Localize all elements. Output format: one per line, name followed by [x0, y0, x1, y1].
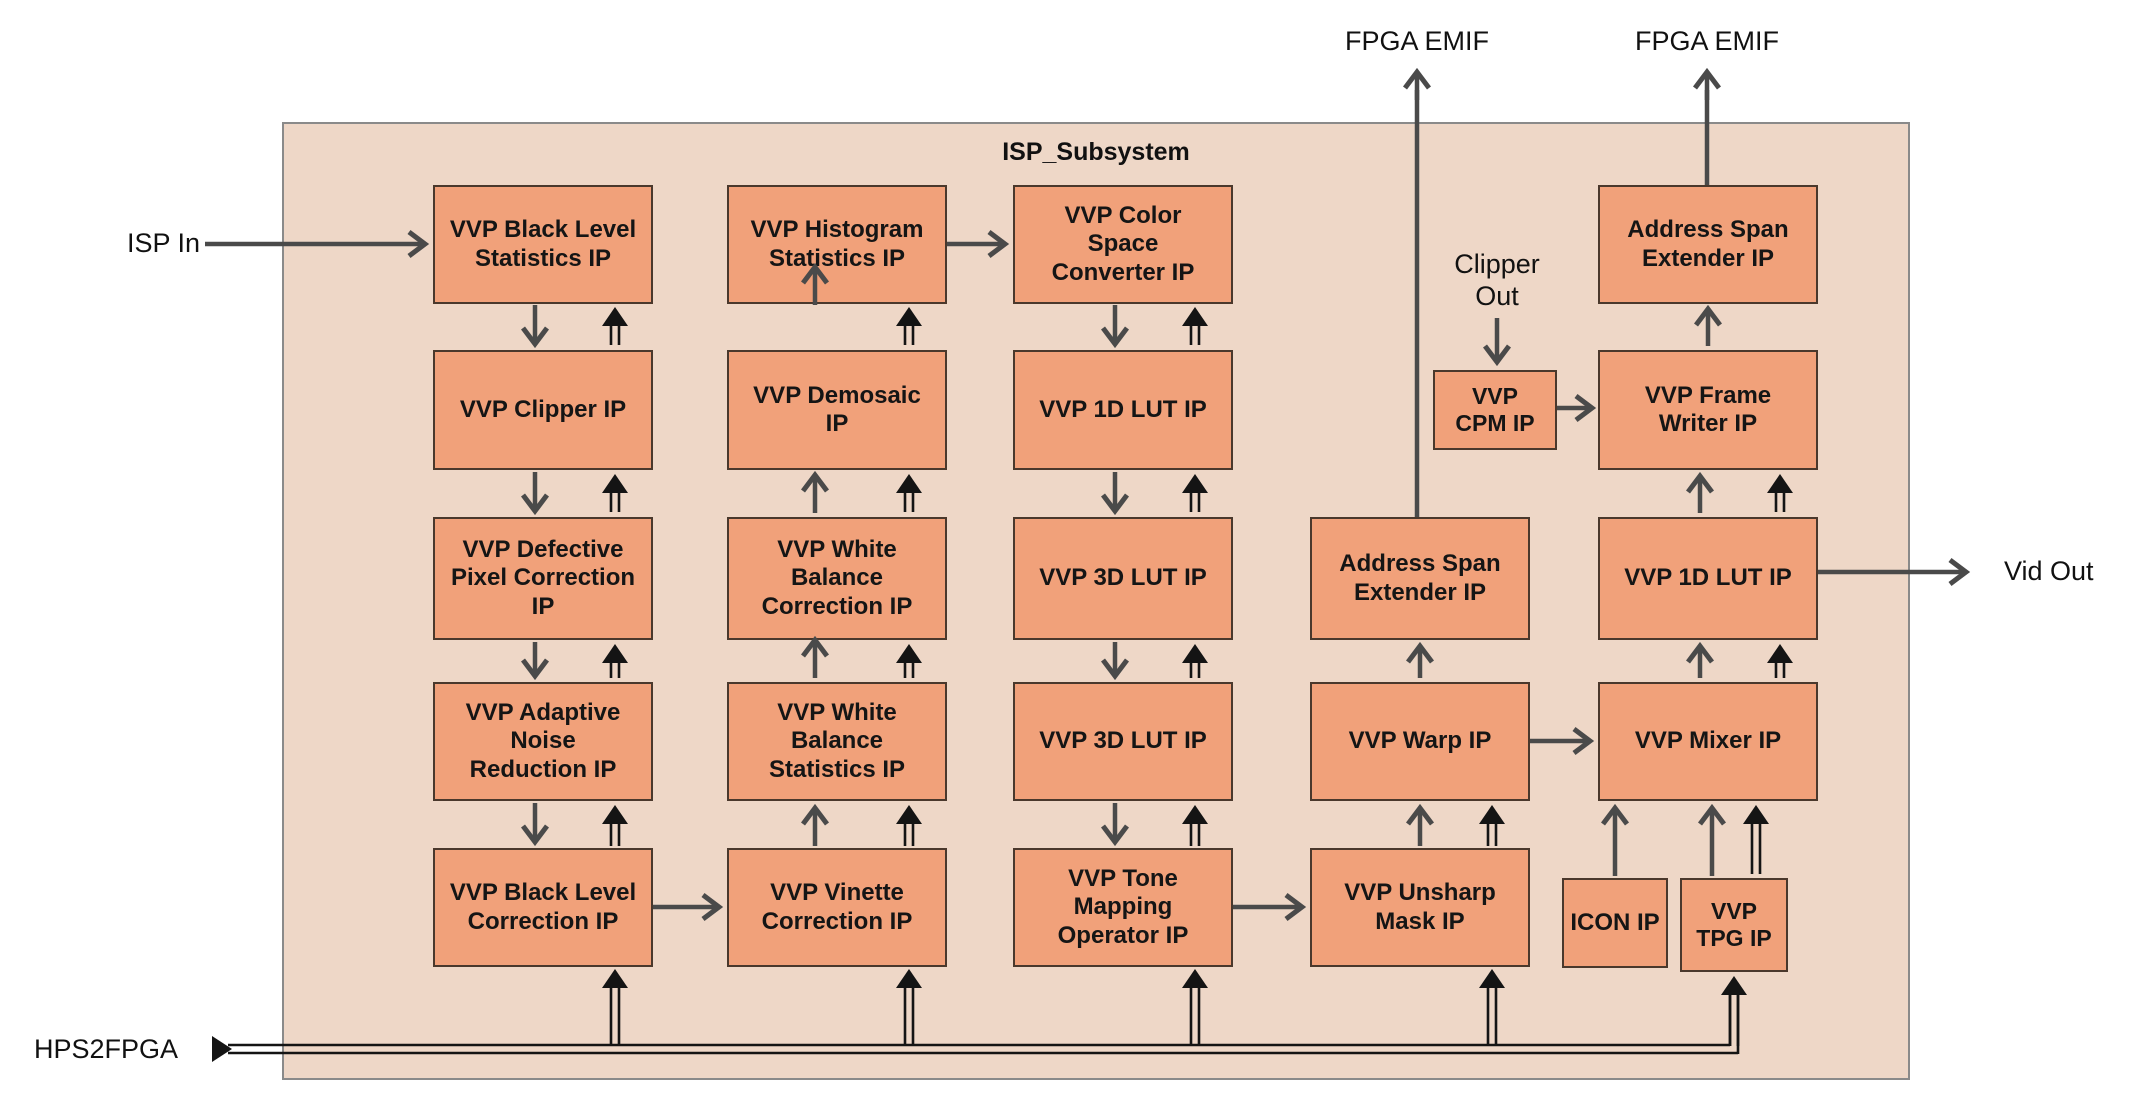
clipper-out-label: Clipper Out — [1454, 249, 1540, 312]
block-wbc: VVP White Balance Correction IP — [727, 517, 947, 640]
block-warp: VVP Warp IP — [1310, 682, 1530, 801]
fpga-emif-left-label: FPGA EMIF — [1344, 26, 1490, 56]
block-ase-a: Address Span Extender IP — [1310, 517, 1530, 640]
block-lut1d-b: VVP 1D LUT IP — [1598, 517, 1818, 640]
block-csc: VVP Color Space Converter IP — [1013, 185, 1233, 304]
block-demosaic: VVP Demosaic IP — [727, 350, 947, 470]
hps2fpga-start-arrowhead — [212, 1036, 232, 1062]
block-icon: ICON IP — [1562, 878, 1668, 968]
block-fw: VVP Frame Writer IP — [1598, 350, 1818, 470]
block-ase-b: Address Span Extender IP — [1598, 185, 1818, 304]
block-bls: VVP Black Level Statistics IP — [433, 185, 653, 304]
hps2fpga-label: HPS2FPGA — [33, 1034, 178, 1064]
block-lut1d-a: VVP 1D LUT IP — [1013, 350, 1233, 470]
isp-in-label: ISP In — [126, 228, 200, 258]
block-clipper: VVP Clipper IP — [433, 350, 653, 470]
block-unsharp: VVP Unsharp Mask IP — [1310, 848, 1530, 967]
block-lut3d-b: VVP 3D LUT IP — [1013, 682, 1233, 801]
block-lut3d-a: VVP 3D LUT IP — [1013, 517, 1233, 640]
block-mixer: VVP Mixer IP — [1598, 682, 1818, 801]
block-vinette: VVP Vinette Correction IP — [727, 848, 947, 967]
vid-out-label: Vid Out — [2004, 556, 2094, 586]
block-hist: VVP Histogram Statistics IP — [727, 185, 947, 304]
fpga-emif-right-label: FPGA EMIF — [1634, 26, 1780, 56]
block-anr: VVP Adaptive Noise Reduction IP — [433, 682, 653, 801]
block-tmo: VVP Tone Mapping Operator IP — [1013, 848, 1233, 967]
block-dpc: VVP Defective Pixel Correction IP — [433, 517, 653, 640]
block-cpm: VVP CPM IP — [1433, 370, 1557, 450]
block-blc: VVP Black Level Correction IP — [433, 848, 653, 967]
panel-title: ISP_Subsystem — [1002, 138, 1190, 166]
block-tpg: VVP TPG IP — [1680, 878, 1788, 972]
block-wbs: VVP White Balance Statistics IP — [727, 682, 947, 801]
